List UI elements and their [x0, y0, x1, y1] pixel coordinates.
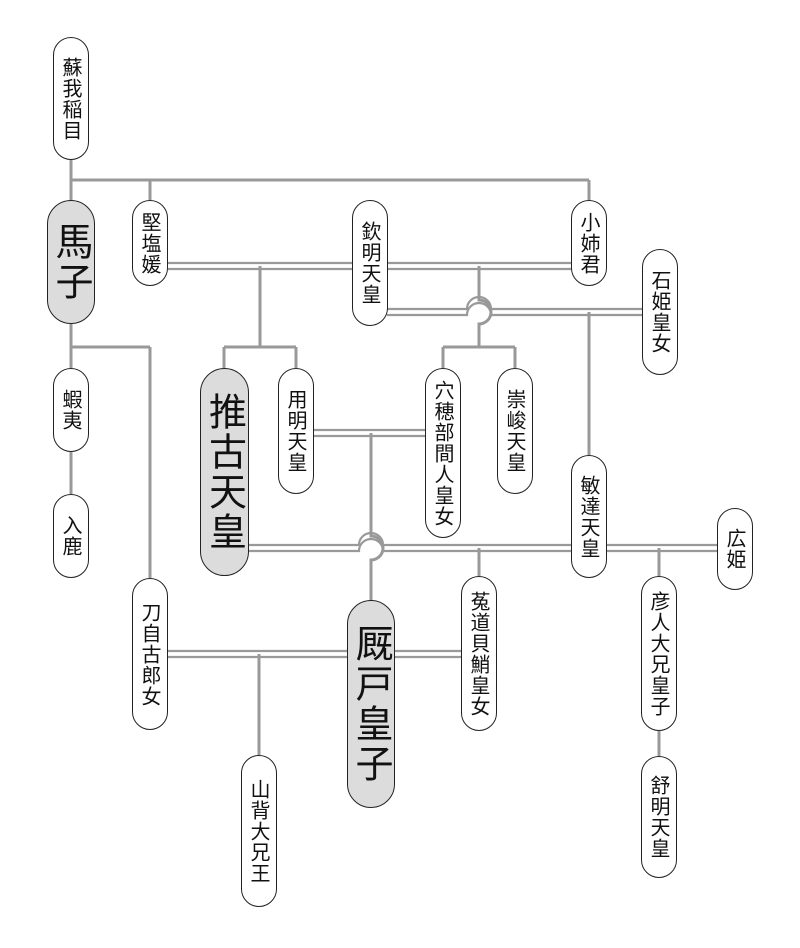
node-bidatsu: 敏達天皇 [571, 455, 607, 578]
node-label: 山背大兄王 [247, 778, 271, 884]
node-oane: 小姉君 [571, 200, 607, 286]
node-anahobe: 穴穂部間人皇女 [425, 368, 461, 538]
node-jomei: 舒明天皇 [641, 756, 677, 878]
marriage-suiko-bidatsu-hirohime [249, 531, 717, 553]
node-label: 欽明天皇 [358, 221, 382, 305]
node-emishi: 蝦夷 [53, 368, 89, 452]
line-to-umayado [369, 433, 385, 600]
node-label: 菟道貝鮹皇女 [467, 590, 491, 717]
node-label: 厩戸皇子 [349, 624, 393, 784]
node-hirohime: 広姫 [717, 508, 753, 590]
node-label: 堅塩媛 [138, 211, 162, 275]
node-label: 広姫 [723, 528, 747, 570]
node-uji: 菟道貝鮹皇女 [461, 576, 497, 731]
node-label: 刀自古郎女 [138, 601, 162, 707]
node-yamashiro: 山背大兄王 [241, 755, 277, 907]
node-label: 入鹿 [59, 515, 83, 557]
node-label: 穴穂部間人皇女 [431, 379, 455, 527]
node-label: 蝦夷 [59, 389, 83, 431]
node-umayado: 厩戸皇子 [347, 600, 395, 808]
node-label: 舒明天皇 [647, 775, 671, 859]
node-label: 推古天皇 [202, 392, 247, 552]
node-label: 馬子 [49, 222, 93, 302]
node-katashihime: 堅塩媛 [132, 200, 168, 286]
node-ishihime: 石姫皇女 [642, 249, 678, 375]
node-label: 敏達天皇 [577, 474, 601, 559]
node-label: 小姉君 [577, 211, 601, 275]
node-soga-iname: 蘇我稲目 [53, 37, 89, 160]
marriage-kinmei-ishihime [387, 295, 642, 317]
node-label: 用明天皇 [284, 389, 308, 473]
marriage-tojiko-umayado-uji [168, 649, 461, 659]
node-suiko: 推古天皇 [200, 368, 249, 576]
node-label: 石姫皇女 [648, 270, 672, 354]
line-oane-descent [477, 266, 493, 347]
node-label: 彦人大兄皇子 [647, 590, 671, 717]
node-sushun: 崇峻天皇 [497, 368, 533, 494]
node-iruka: 入鹿 [53, 494, 89, 578]
node-umako: 馬子 [47, 200, 95, 324]
node-tojiko: 刀自古郎女 [132, 578, 168, 730]
node-kinmei: 欽明天皇 [352, 200, 388, 326]
node-hikohito: 彦人大兄皇子 [641, 576, 677, 731]
node-yomei: 用明天皇 [278, 368, 314, 494]
node-label: 蘇我稲目 [59, 56, 83, 141]
node-label: 崇峻天皇 [503, 389, 527, 473]
